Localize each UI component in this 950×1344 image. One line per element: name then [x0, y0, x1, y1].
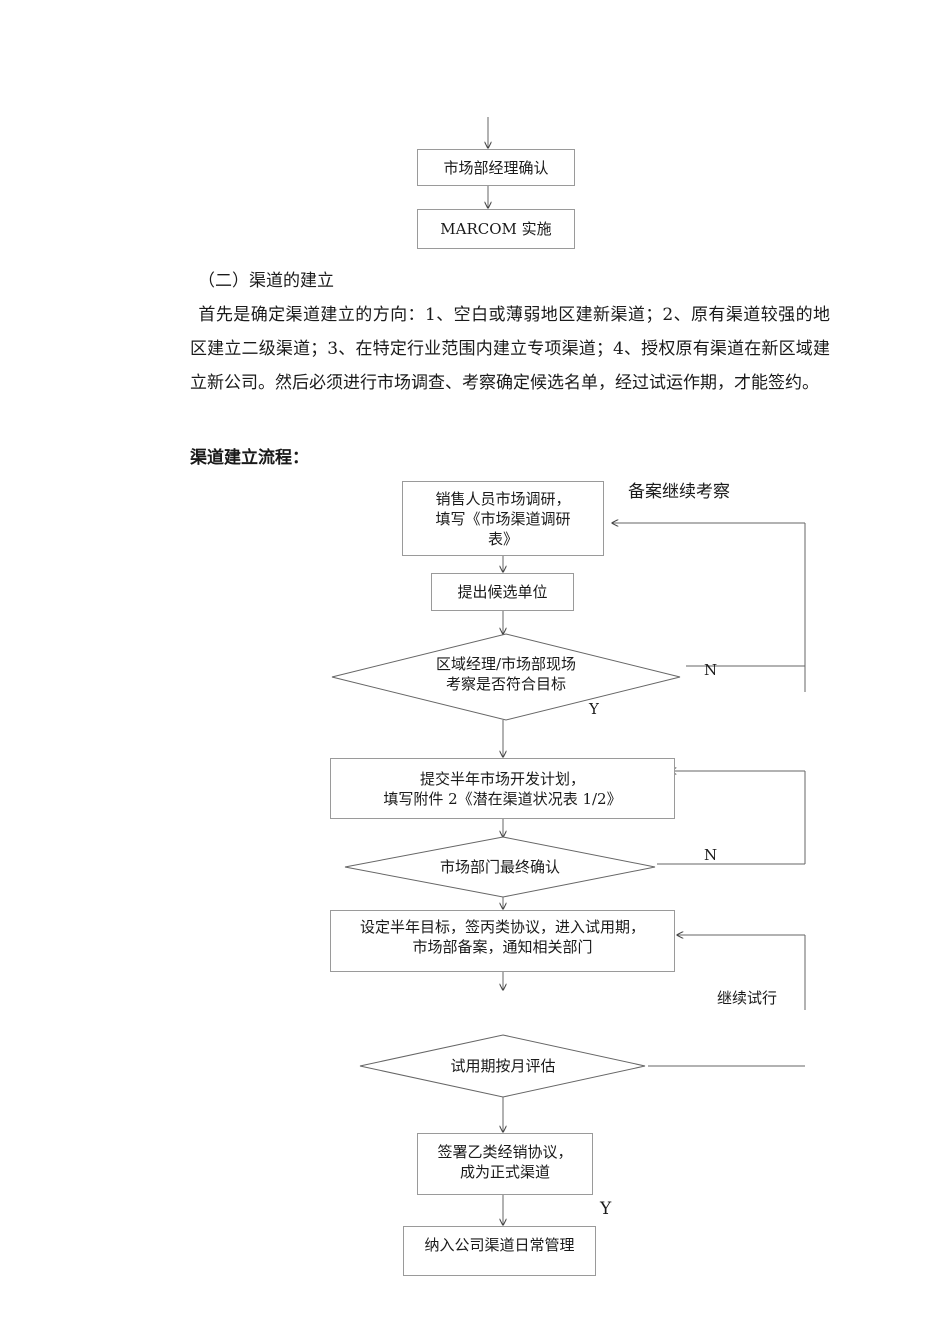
- step1-box: 销售人员市场调研， 填写《市场渠道调研 表》: [402, 481, 604, 556]
- decision1-label: 区域经理/市场部现场 考察是否符合目标: [435, 655, 577, 693]
- step3-line1: 提交半年市场开发计划，: [419, 769, 585, 788]
- step5-line1: 签署乙类经销协议，: [437, 1143, 573, 1161]
- step3-box: 提交半年市场开发计划， 填写附件 2《潜在渠道状况表 1/2》: [330, 758, 675, 819]
- step5-box: 签署乙类经销协议， 成为正式渠道: [417, 1133, 593, 1195]
- implement-label: MARCOM 实施: [440, 220, 552, 238]
- confirm-box: 市场部经理确认: [417, 149, 575, 186]
- step3-line2: 填写附件 2《潜在渠道状况表 1/2》: [383, 789, 622, 808]
- decision2-label: 市场部门最终确认: [439, 858, 560, 876]
- step4-line1: 设定半年目标，签丙类协议，进入试用期，: [359, 918, 645, 936]
- step2-label: 提出候选单位: [457, 583, 548, 601]
- decision1-diamond: [331, 633, 681, 721]
- confirm-label: 市场部经理确认: [443, 158, 549, 177]
- step4-line2: 市场部备案，通知相关部门: [412, 938, 593, 956]
- section-paragraph: 首先是确定渠道建立的方向：1、空白或薄弱地区建新渠道；2、原有渠道较强的地区建立…: [190, 298, 830, 400]
- section-heading: （二）渠道的建立: [198, 271, 334, 291]
- step5-line2: 成为正式渠道: [459, 1163, 550, 1181]
- step6-box: 纳入公司渠道日常管理: [403, 1226, 596, 1276]
- implement-box: MARCOM 实施: [417, 209, 575, 249]
- paragraph-text: 首先是确定渠道建立的方向：1、空白或薄弱地区建新渠道；2、原有渠道较强的地区建立…: [190, 305, 830, 393]
- continue-label: 继续试行: [717, 989, 778, 1007]
- step1-line1: 销售人员市场调研，: [435, 489, 571, 508]
- step6-label: 纳入公司渠道日常管理: [424, 1236, 575, 1254]
- step1-line3: 表》: [487, 529, 518, 548]
- n-label-1: N: [704, 661, 718, 679]
- step1-line2: 填写《市场渠道调研: [435, 509, 571, 528]
- n-label-2: N: [704, 846, 718, 864]
- y-label-1: Y: [589, 700, 599, 718]
- step2-box: 提出候选单位: [431, 573, 574, 611]
- step4-box: 设定半年目标，签丙类协议，进入试用期， 市场部备案，通知相关部门: [330, 910, 675, 972]
- flow-title: 渠道建立流程：: [190, 448, 309, 468]
- y-label-2: Y: [600, 1199, 612, 1219]
- decision3-label: 试用期按月评估: [450, 1057, 556, 1075]
- archive-label: 备案继续考察: [628, 482, 730, 502]
